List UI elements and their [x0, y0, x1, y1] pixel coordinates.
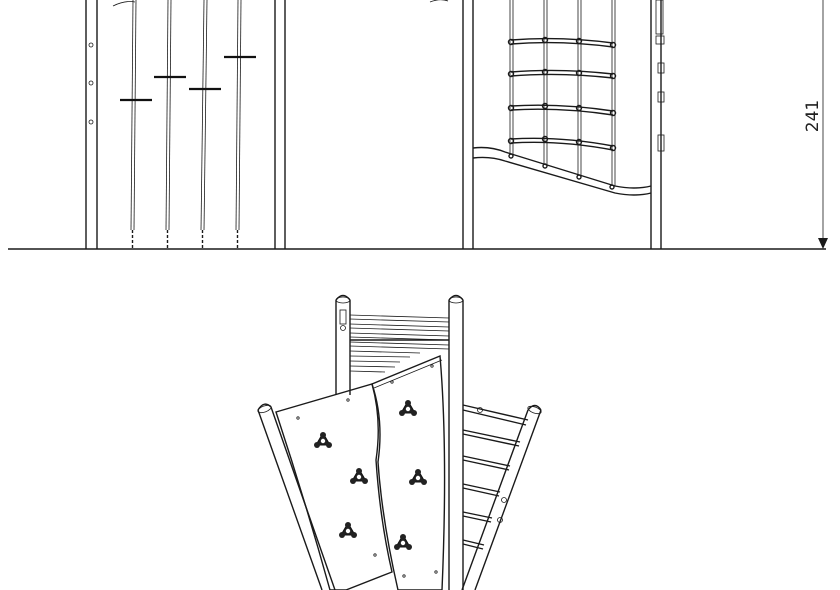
- climbing-hold: [350, 468, 368, 484]
- climbing-holds: [314, 400, 427, 550]
- right-diagonal-post: [461, 404, 542, 590]
- rope: [120, 0, 152, 249]
- climbing-hold: [339, 522, 357, 538]
- left-diagonal-post: [257, 403, 336, 590]
- rope: [224, 0, 256, 249]
- left-climbing-panel: [275, 383, 393, 590]
- left-frame: [85, 0, 286, 249]
- dimension-label: 241: [803, 100, 823, 132]
- side-ladder: [462, 404, 529, 550]
- rope: [189, 0, 221, 249]
- back-rungs: [349, 314, 450, 373]
- climbing-hold: [409, 469, 427, 485]
- right-frame: [429, 0, 665, 249]
- climbing-hold: [399, 400, 417, 416]
- climbing-hold: [314, 432, 332, 448]
- climbing-ropes: [120, 0, 256, 249]
- height-dimension: 241: [803, 0, 828, 249]
- rope: [154, 0, 186, 249]
- elevation-view: 241: [8, 0, 828, 250]
- plan-view: [257, 294, 542, 590]
- back-posts: [335, 294, 464, 590]
- climbing-hold: [394, 534, 412, 550]
- cargo-net: [472, 0, 652, 196]
- right-climbing-panel: [371, 354, 446, 590]
- dimension-arrow-head: [818, 238, 828, 249]
